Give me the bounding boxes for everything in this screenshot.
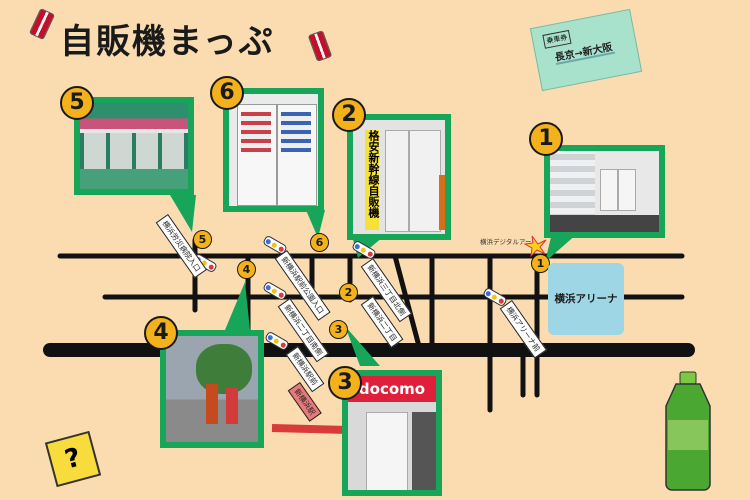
marker-2: 2 — [332, 98, 366, 132]
page-title: 自販機まっぷ — [60, 22, 275, 62]
marker-6: 6 — [210, 76, 244, 110]
docomo-sign: docomo — [348, 376, 436, 402]
photo-vending-4 — [160, 330, 264, 448]
marker-5: 5 — [60, 86, 94, 120]
banner-text: 格安新幹線自販機 — [365, 130, 380, 230]
marker-2-small: 2 — [339, 283, 358, 302]
marker-3-small: 3 — [329, 320, 348, 339]
photo-vending-6 — [223, 88, 324, 212]
marker-6-small: 6 — [310, 233, 329, 252]
photo-vending-2: 格安新幹線自販機 — [347, 114, 451, 240]
yokohama-arena: 横浜アリーナ — [548, 263, 624, 335]
photo-vending-1 — [544, 145, 665, 238]
marker-3: 3 — [328, 366, 362, 400]
star-icon — [523, 235, 547, 258]
marker-5-small: 5 — [193, 230, 212, 249]
marker-4: 4 — [144, 316, 178, 350]
digital-label: 横浜デジタルアー — [480, 238, 532, 246]
photo-vending-3: docomo — [342, 370, 442, 496]
photo-vending-5 — [74, 97, 194, 195]
marker-4-small: 4 — [237, 260, 256, 279]
marker-1: 1 — [529, 122, 563, 156]
tea-bottle-icon — [665, 371, 711, 491]
